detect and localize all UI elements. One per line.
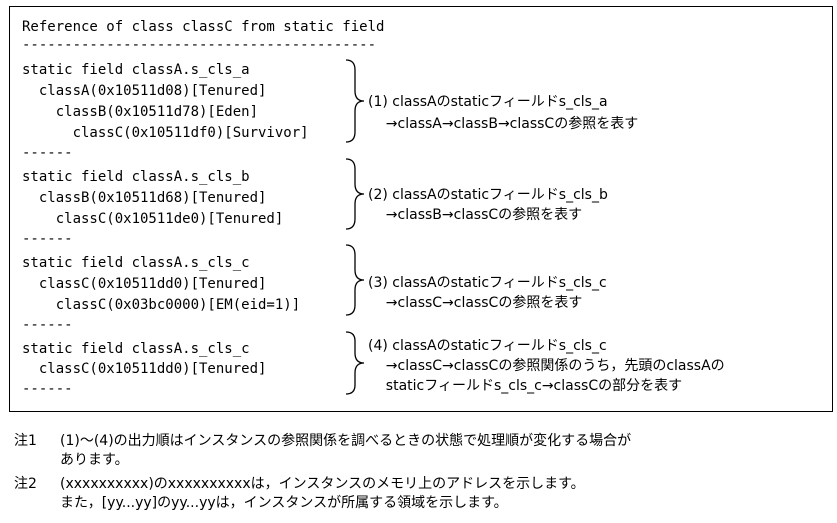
- block-separator: ------: [22, 231, 73, 247]
- note-label: 注2: [14, 476, 37, 492]
- annotation-line: →classC→classCの参照関係のうち，先頭のclassAの: [368, 358, 725, 374]
- static-field-line: static field classA.s_cls_c: [22, 341, 250, 357]
- static-field-line: static field classA.s_cls_b: [22, 169, 250, 185]
- reference-line: classC(0x10511dd0)[Tenured]: [22, 361, 267, 377]
- note-text: (xxxxxxxxxx)のxxxxxxxxxxは，インスタンスのメモリ上のアドレ…: [60, 476, 585, 492]
- annotation-line: (4) classAのstaticフィールドs_cls_c: [368, 338, 607, 354]
- annotation-line: →classC→classCの参照を表す: [368, 295, 583, 311]
- brace-icon: [345, 244, 365, 316]
- annotation-line: (2) classAのstaticフィールドs_cls_b: [368, 187, 608, 203]
- annotation-line: →classB→classCの参照を表す: [368, 207, 583, 223]
- note-text: また，[yy...yy]のyy...yyは，インスタンスが所属する領域を示します…: [60, 495, 508, 511]
- reference-line: classC(0x10511df0)[Survivor]: [22, 125, 309, 141]
- brace-icon: [345, 59, 365, 143]
- annotation-line: (3) classAのstaticフィールドs_cls_c: [368, 275, 607, 291]
- block-separator: ------: [22, 381, 73, 397]
- reference-line: classC(0x10511de0)[Tenured]: [22, 211, 284, 227]
- reference-line: classA(0x10511d08)[Tenured]: [22, 83, 267, 99]
- note-label: 注1: [14, 433, 37, 449]
- block-separator: ------: [22, 145, 73, 161]
- static-field-line: static field classA.s_cls_c: [22, 255, 250, 271]
- annotation-line: (1) classAのstaticフィールドs_cls_a: [368, 94, 608, 110]
- block-separator: ------: [22, 317, 73, 333]
- reference-line: classC(0x03bc0000)[EM(eid=1)]: [22, 297, 301, 313]
- brace-icon: [345, 158, 365, 230]
- reference-line: classB(0x10511d78)[Eden]: [22, 104, 259, 120]
- note-text: (1)～(4)の出力順はインスタンスの参照関係を調べるときの状態で処理順が変化す…: [60, 433, 632, 449]
- reference-line: classC(0x10511dd0)[Tenured]: [22, 276, 267, 292]
- note-text: あります。: [60, 452, 129, 468]
- brace-icon: [345, 331, 365, 395]
- static-field-line: static field classA.s_cls_a: [22, 62, 250, 78]
- annotation-line: staticフィールドs_cls_c→classCの部分を表す: [368, 378, 683, 394]
- reference-line: classB(0x10511d68)[Tenured]: [22, 190, 267, 206]
- annotation-line: →classA→classB→classCの参照を表す: [368, 116, 639, 132]
- output-title: Reference of class classC from static fi…: [22, 19, 385, 35]
- output-frame: [9, 6, 833, 412]
- header-rule: ----------------------------------------…: [22, 37, 377, 53]
